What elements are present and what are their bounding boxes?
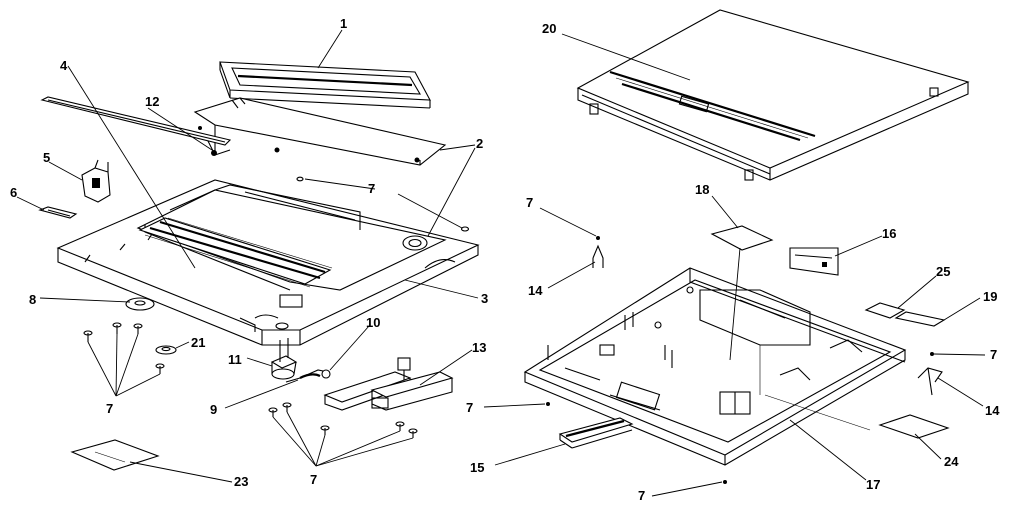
callout-2: 2 — [476, 136, 483, 151]
screw-icon — [83, 330, 93, 342]
callout-7: 7 — [526, 195, 533, 210]
callout-19: 19 — [983, 289, 997, 304]
screw-icon — [112, 322, 122, 334]
callout-6: 6 — [10, 185, 17, 200]
callout-9: 9 — [210, 402, 217, 417]
leader-lines-left — [16, 29, 479, 483]
callout-7: 7 — [466, 400, 473, 415]
part-25-pad — [864, 302, 906, 319]
callout-14: 14 — [985, 403, 1000, 418]
callout-21: 21 — [191, 335, 205, 350]
callout-13: 13 — [472, 340, 486, 355]
part-17-bottom-tray — [523, 267, 907, 466]
part-18-sheet — [710, 225, 774, 251]
callout-17: 17 — [866, 477, 880, 492]
callout-7: 7 — [990, 347, 997, 362]
part-16-board — [789, 247, 839, 276]
screw-icon — [596, 236, 600, 240]
screw-icon — [408, 428, 418, 438]
part-5-bracket — [81, 159, 111, 203]
screw-icon — [723, 480, 727, 484]
part-20-top-cover — [576, 9, 970, 181]
screw-icon — [320, 425, 330, 435]
part-14-bracket-upper — [592, 244, 604, 268]
callout-25: 25 — [936, 264, 950, 279]
part-11-knob — [270, 338, 298, 380]
callout-1: 1 — [340, 16, 347, 31]
callout-15: 15 — [470, 460, 484, 475]
callout-7: 7 — [106, 401, 113, 416]
callout-8: 8 — [29, 292, 36, 307]
callout-7: 7 — [638, 488, 645, 503]
callout-16: 16 — [882, 226, 896, 241]
callout-20: 20 — [542, 21, 556, 36]
callout-5: 5 — [43, 150, 50, 165]
part-21-round-foot — [155, 345, 177, 355]
callout-14: 14 — [528, 283, 543, 298]
callout-18: 18 — [695, 182, 709, 197]
screw-icon — [296, 176, 304, 182]
screw-icon — [155, 363, 165, 374]
part-13-bracket — [370, 371, 454, 411]
screws-right-group — [546, 236, 934, 484]
screw-icon — [395, 421, 405, 431]
part-24-sheet — [878, 414, 950, 439]
screw-icon — [282, 402, 292, 412]
screws-lower-group — [268, 402, 418, 438]
part-1-bezel — [219, 61, 431, 109]
callout-12: 12 — [145, 94, 159, 109]
callout-3: 3 — [481, 291, 488, 306]
screws-left-group — [83, 176, 470, 374]
screw-icon — [546, 402, 550, 406]
callout-labels: 1 2 3 4 5 6 7 8 21 7 11 9 10 13 12 7 23 … — [10, 16, 1000, 503]
screw-icon — [930, 352, 934, 356]
callout-7: 7 — [368, 181, 375, 196]
part-2-cover-plate — [193, 97, 447, 166]
part-9-spring-arm — [285, 369, 331, 383]
part-19-pad — [894, 311, 946, 327]
callout-7: 7 — [310, 472, 317, 487]
part-8-round-foot — [125, 297, 155, 311]
callout-23: 23 — [234, 474, 248, 489]
callout-24: 24 — [944, 454, 959, 469]
leader-lines-right — [483, 33, 986, 497]
callout-10: 10 — [366, 315, 380, 330]
part-15-card — [558, 417, 634, 449]
callout-4: 4 — [60, 58, 68, 73]
callout-11: 11 — [228, 352, 242, 367]
screw-icon — [268, 407, 278, 417]
part-6-plate — [38, 206, 78, 219]
screw-icon — [133, 323, 143, 334]
part-23-sheet — [70, 439, 160, 471]
part-4-strip — [40, 96, 232, 146]
screw-icon — [460, 226, 470, 232]
part-14-bracket-lower — [917, 367, 943, 396]
part-3-main-frame — [56, 179, 480, 346]
